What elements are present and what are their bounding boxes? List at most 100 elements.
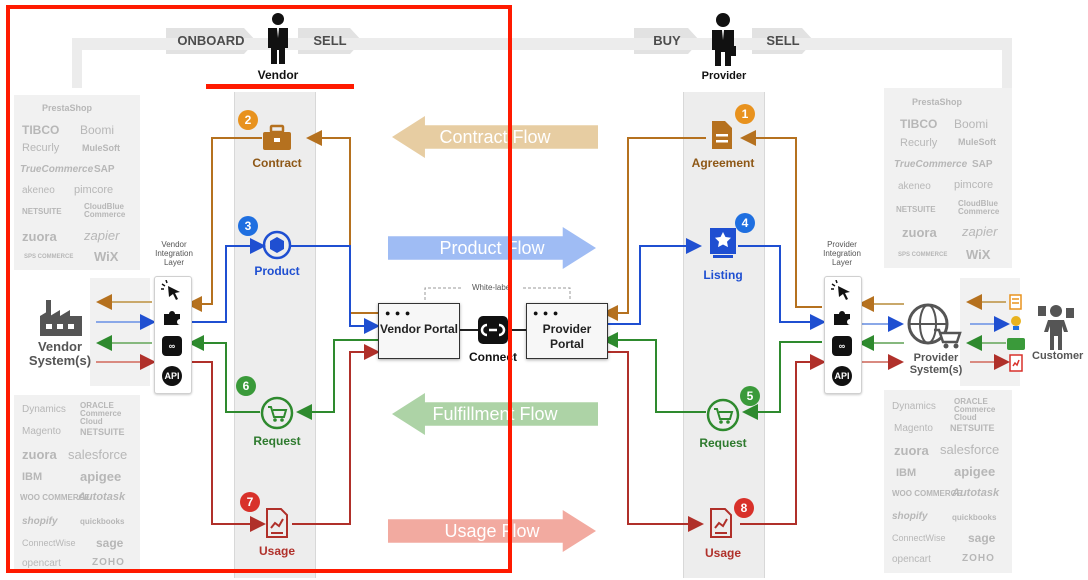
logo-akeneo: akeneo [22,185,55,196]
listing-icon [710,228,736,258]
connect-label: Connect [469,350,517,364]
provider-portal: ● ● ● Provider Portal [526,303,608,359]
logo-sap: SAP [94,164,115,175]
provider-request-cart-icon [706,398,740,432]
provider-title: Provider [701,70,747,82]
logo-truecommerce: TrueCommerce [894,159,968,170]
product-flow-label: Product Flow [439,238,545,258]
step-5-badge: 5 [740,386,760,406]
logo-sps-commerce: SPS COMMERCE [898,252,948,258]
logo-magento: Magento [894,423,933,434]
logo-zuora-2: zuora [22,447,57,462]
step-8-badge: 8 [734,498,754,518]
usage-flow-label: Usage Flow [444,521,540,541]
right-logo-panel-top [884,88,1012,268]
logo-prestashop: PrestaShop [42,103,93,113]
usage-report-icon [266,508,288,538]
vendor-title: Vendor [257,68,299,82]
fulfillment-flow-label: Fulfillment Flow [432,404,558,424]
logo-connectwise: ConnectWise [892,533,946,543]
provider-integration-layer-label: Provider Integration Layer [823,240,861,267]
vendor-integration-layer-label: Vendor Integration Layer [155,240,193,267]
step-7-badge: 7 [240,492,260,512]
vendor-system-label: Vendor System(s) [28,339,92,368]
agreement-document-icon [712,121,732,149]
vendor-person-icon [268,13,288,64]
logo-opencart: opencart [892,554,931,565]
logo-sage: sage [968,531,996,545]
vendor-integration-layer [154,276,192,394]
logo-magento: Magento [22,426,61,437]
logo-prestashop: PrestaShop [912,97,963,107]
infinity-icon: ∞ [832,336,852,356]
logo-ibm: IBM [22,471,43,483]
logo-netsuite-2: NETSUITE [950,423,995,433]
puzzle-icon [834,311,850,325]
logo-autotask: Autotask [78,491,126,503]
window-dots-icon: ● ● ● [533,308,560,318]
logo-pimcore: pimcore [954,179,994,191]
vendor-portal-label: Vendor Portal [379,322,459,336]
onboard-step: ONBOARD [166,28,256,54]
logo-netsuite-2: NETSUITE [80,427,125,437]
provider-system-label: Provider System(s) [909,352,963,376]
logo-salesforce: salesforce [940,442,1000,457]
step-4-badge: 4 [735,213,755,233]
vendor-portal: ● ● ● Vendor Portal [378,303,460,359]
logo-apigee: apigee [80,469,122,484]
vendor-usage-label: Usage [258,544,296,558]
provider-person-icon [712,13,736,66]
logo-pimcore: pimcore [74,184,114,196]
right-logo-panel-bottom [884,390,1012,573]
request-cart-icon [260,396,294,430]
white-label-text: White-label [462,283,522,292]
provider-portal-label: Provider Portal [542,322,592,351]
contract-document-icon [1009,294,1022,310]
product-label: Product [254,264,300,278]
provider-request-label: Request [699,436,747,450]
logo-zuora: zuora [22,229,57,244]
logo-netsuite: NETSUITE [896,205,936,214]
lightbulb-icon [1011,316,1021,330]
provider-system-globe-cart-icon [907,303,962,349]
step-1-badge: 1 [735,104,755,124]
logo-cloudblue: CloudBlue Commerce [84,202,126,219]
cursor-icon [161,280,180,300]
logo-ibm: IBM [896,467,917,479]
logo-cloudblue: CloudBlue Commerce [958,199,1000,216]
customer-person-icon [1038,305,1074,350]
left-logo-panel-top [14,95,140,270]
logo-quickbooks: quickbooks [952,513,997,522]
logo-oracle: ORACLE Commerce Cloud [954,397,996,422]
logo-mulesoft: MuleSoft [82,143,120,153]
window-dots-icon: ● ● ● [385,308,412,318]
vendor-underline [206,84,354,89]
provider-usage-label: Usage [704,546,742,560]
logo-shopify: shopify [22,516,58,527]
top-connector-right-leg [1002,38,1012,88]
step-2-badge: 2 [238,110,258,130]
logo-zuora: zuora [902,225,937,240]
logo-woocommerce: WOO COMMERCE [892,489,962,498]
cursor-icon [831,280,850,300]
contract-label: Contract [252,156,302,170]
agreement-label: Agreement [691,156,755,170]
top-connector-left-leg [72,38,82,88]
buy-step: BUY [634,28,700,54]
api-icon: API [832,366,852,386]
logo-akeneo: akeneo [898,181,931,192]
customer-label: Customer [1032,350,1084,362]
logo-boomi: Boomi [80,123,115,137]
step-6-badge: 6 [236,376,256,396]
infinity-icon: ∞ [162,336,182,356]
left-logo-panel-bottom [14,395,140,573]
buy-tag-icon [1007,338,1025,350]
listing-label: Listing [703,268,743,282]
logo-zoho: ZOHO [962,553,995,564]
provider-lane [683,92,765,578]
logo-wix: WiX [966,247,991,262]
factory-icon [40,300,82,336]
sell-step-right: SELL [752,28,814,54]
logo-sps-commerce: SPS COMMERCE [24,254,74,260]
